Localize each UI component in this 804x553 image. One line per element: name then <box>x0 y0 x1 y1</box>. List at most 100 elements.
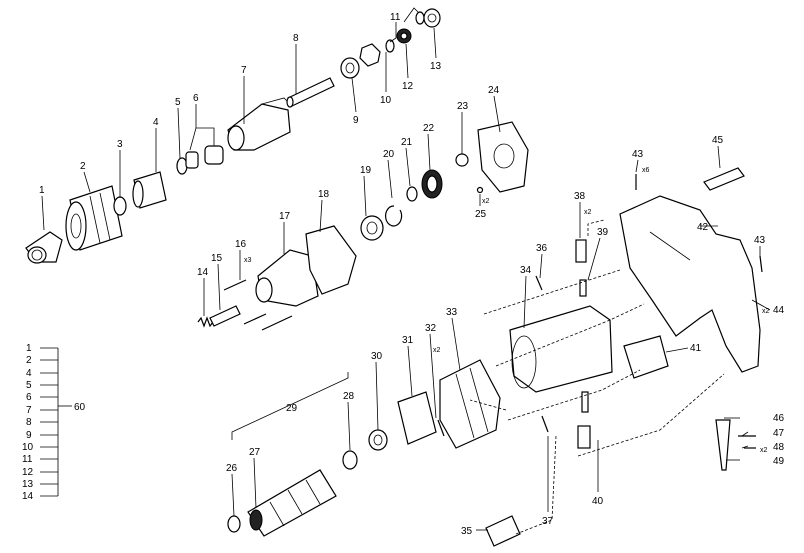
part-15-drawing <box>209 305 241 327</box>
part-19-drawing <box>360 215 384 241</box>
label-part-9: 9 <box>353 115 359 126</box>
label-part-17: 17 <box>279 211 291 222</box>
label-part-44: 44 <box>773 305 785 316</box>
leader-lines <box>41 7 771 531</box>
part-25-drawing <box>476 186 484 194</box>
label-part-47: 47 <box>773 428 785 439</box>
label-part-29: 29 <box>286 403 298 414</box>
group-item-14: 14 <box>22 491 34 502</box>
label-part-32: 32 <box>425 323 437 334</box>
part-7-drawing <box>227 97 293 151</box>
label-part-49: 49 <box>773 456 785 467</box>
part-39-drawing <box>579 279 587 297</box>
label-part-11: 11 <box>390 12 401 23</box>
label-part-39: 39 <box>597 227 609 238</box>
part-23-drawing <box>455 153 469 167</box>
part-32-drawing <box>437 419 445 437</box>
part-13-drawing <box>423 8 441 28</box>
part-40-drawing <box>577 391 591 449</box>
label-part-8: 8 <box>293 33 299 44</box>
part-18-drawing <box>305 225 357 295</box>
qty-48: x2 <box>760 447 768 454</box>
group-item-7: 7 <box>26 405 32 416</box>
label-part-12: 12 <box>402 81 414 92</box>
label-part-26: 26 <box>226 463 238 474</box>
quantity-marks: x3 x2 x2 x2 x6 x2 x2 <box>244 167 770 454</box>
label-part-13: 13 <box>430 61 442 72</box>
part-28-drawing <box>342 450 358 470</box>
label-part-24: 24 <box>488 85 500 96</box>
label-part-45: 45 <box>712 135 724 146</box>
label-part-35: 35 <box>461 526 473 537</box>
part-1-drawing <box>25 231 63 264</box>
assembly-dashed-lines <box>469 219 725 535</box>
part-16-drawing <box>223 279 293 331</box>
label-part-33: 33 <box>446 307 458 318</box>
label-part-16: 16 <box>235 239 247 250</box>
part-35-drawing <box>485 515 521 547</box>
label-part-28: 28 <box>343 391 355 402</box>
qty-44: x2 <box>762 308 770 315</box>
group-item-5: 5 <box>26 380 32 391</box>
part-31-drawing <box>397 391 437 445</box>
part-30-drawing <box>368 429 388 451</box>
label-part-34: 34 <box>520 265 532 276</box>
label-part-36: 36 <box>536 243 548 254</box>
group-item-12: 12 <box>22 467 34 478</box>
label-part-14: 14 <box>197 267 209 278</box>
label-part-31: 31 <box>402 335 414 346</box>
part-41-drawing <box>623 335 669 379</box>
group-item-8: 8 <box>26 417 32 428</box>
part-38-drawing <box>575 239 587 263</box>
part-10-drawing <box>359 43 381 67</box>
part-17-drawing <box>255 249 319 307</box>
part-11-drawing <box>385 11 425 53</box>
label-part-48: 48 <box>773 442 785 453</box>
label-part-25: 25 <box>475 209 487 220</box>
label-part-5: 5 <box>175 97 181 108</box>
label-part-42: 42 <box>697 222 709 233</box>
part-9-drawing <box>340 57 360 79</box>
part-20-drawing <box>385 205 403 227</box>
label-part-40: 40 <box>592 496 604 507</box>
label-part-38: 38 <box>574 191 586 202</box>
label-part-20: 20 <box>383 149 395 160</box>
part-22-drawing <box>421 169 443 199</box>
label-part-22: 22 <box>423 123 435 134</box>
qty-38: x2 <box>584 209 592 216</box>
qty-43: x6 <box>642 167 650 174</box>
label-part-30: 30 <box>371 351 383 362</box>
part-33-drawing <box>439 359 501 449</box>
part-8-drawing <box>286 77 335 108</box>
group-item-4: 4 <box>26 368 32 379</box>
part-27-drawing <box>247 469 337 537</box>
label-part-27: 27 <box>249 447 261 458</box>
label-part-18: 18 <box>318 189 330 200</box>
qty-25: x2 <box>482 198 490 205</box>
group-item-2: 2 <box>26 355 32 366</box>
part-34-drawing <box>509 305 613 393</box>
group-item-10: 10 <box>22 442 34 453</box>
part-36-drawing <box>535 275 543 291</box>
part-2-drawing <box>65 185 123 251</box>
label-part-1: 1 <box>39 185 45 196</box>
part-24-drawing <box>477 121 529 193</box>
label-part-23: 23 <box>457 101 469 112</box>
group-list: 1 2 4 5 6 7 8 9 10 11 12 13 14 60 <box>22 343 86 502</box>
qty-32: x2 <box>433 347 441 354</box>
label-part-15: 15 <box>211 253 223 264</box>
label-part-2: 2 <box>80 161 86 172</box>
part-21-drawing <box>406 186 418 202</box>
label-part-37: 37 <box>542 516 554 527</box>
part-26-drawing <box>227 515 241 533</box>
label-part-43-top: 43 <box>632 149 644 160</box>
label-part-10: 10 <box>380 95 392 106</box>
label-part-41: 41 <box>690 343 702 354</box>
group-item-13: 13 <box>22 479 34 490</box>
part-43-drawing <box>635 174 763 273</box>
label-part-4: 4 <box>153 117 159 128</box>
part-46-49-drawing <box>715 419 756 471</box>
part-labels: 1 2 3 4 5 6 7 8 9 10 11 12 13 14 15 16 1… <box>39 12 785 537</box>
label-part-7: 7 <box>241 65 247 76</box>
